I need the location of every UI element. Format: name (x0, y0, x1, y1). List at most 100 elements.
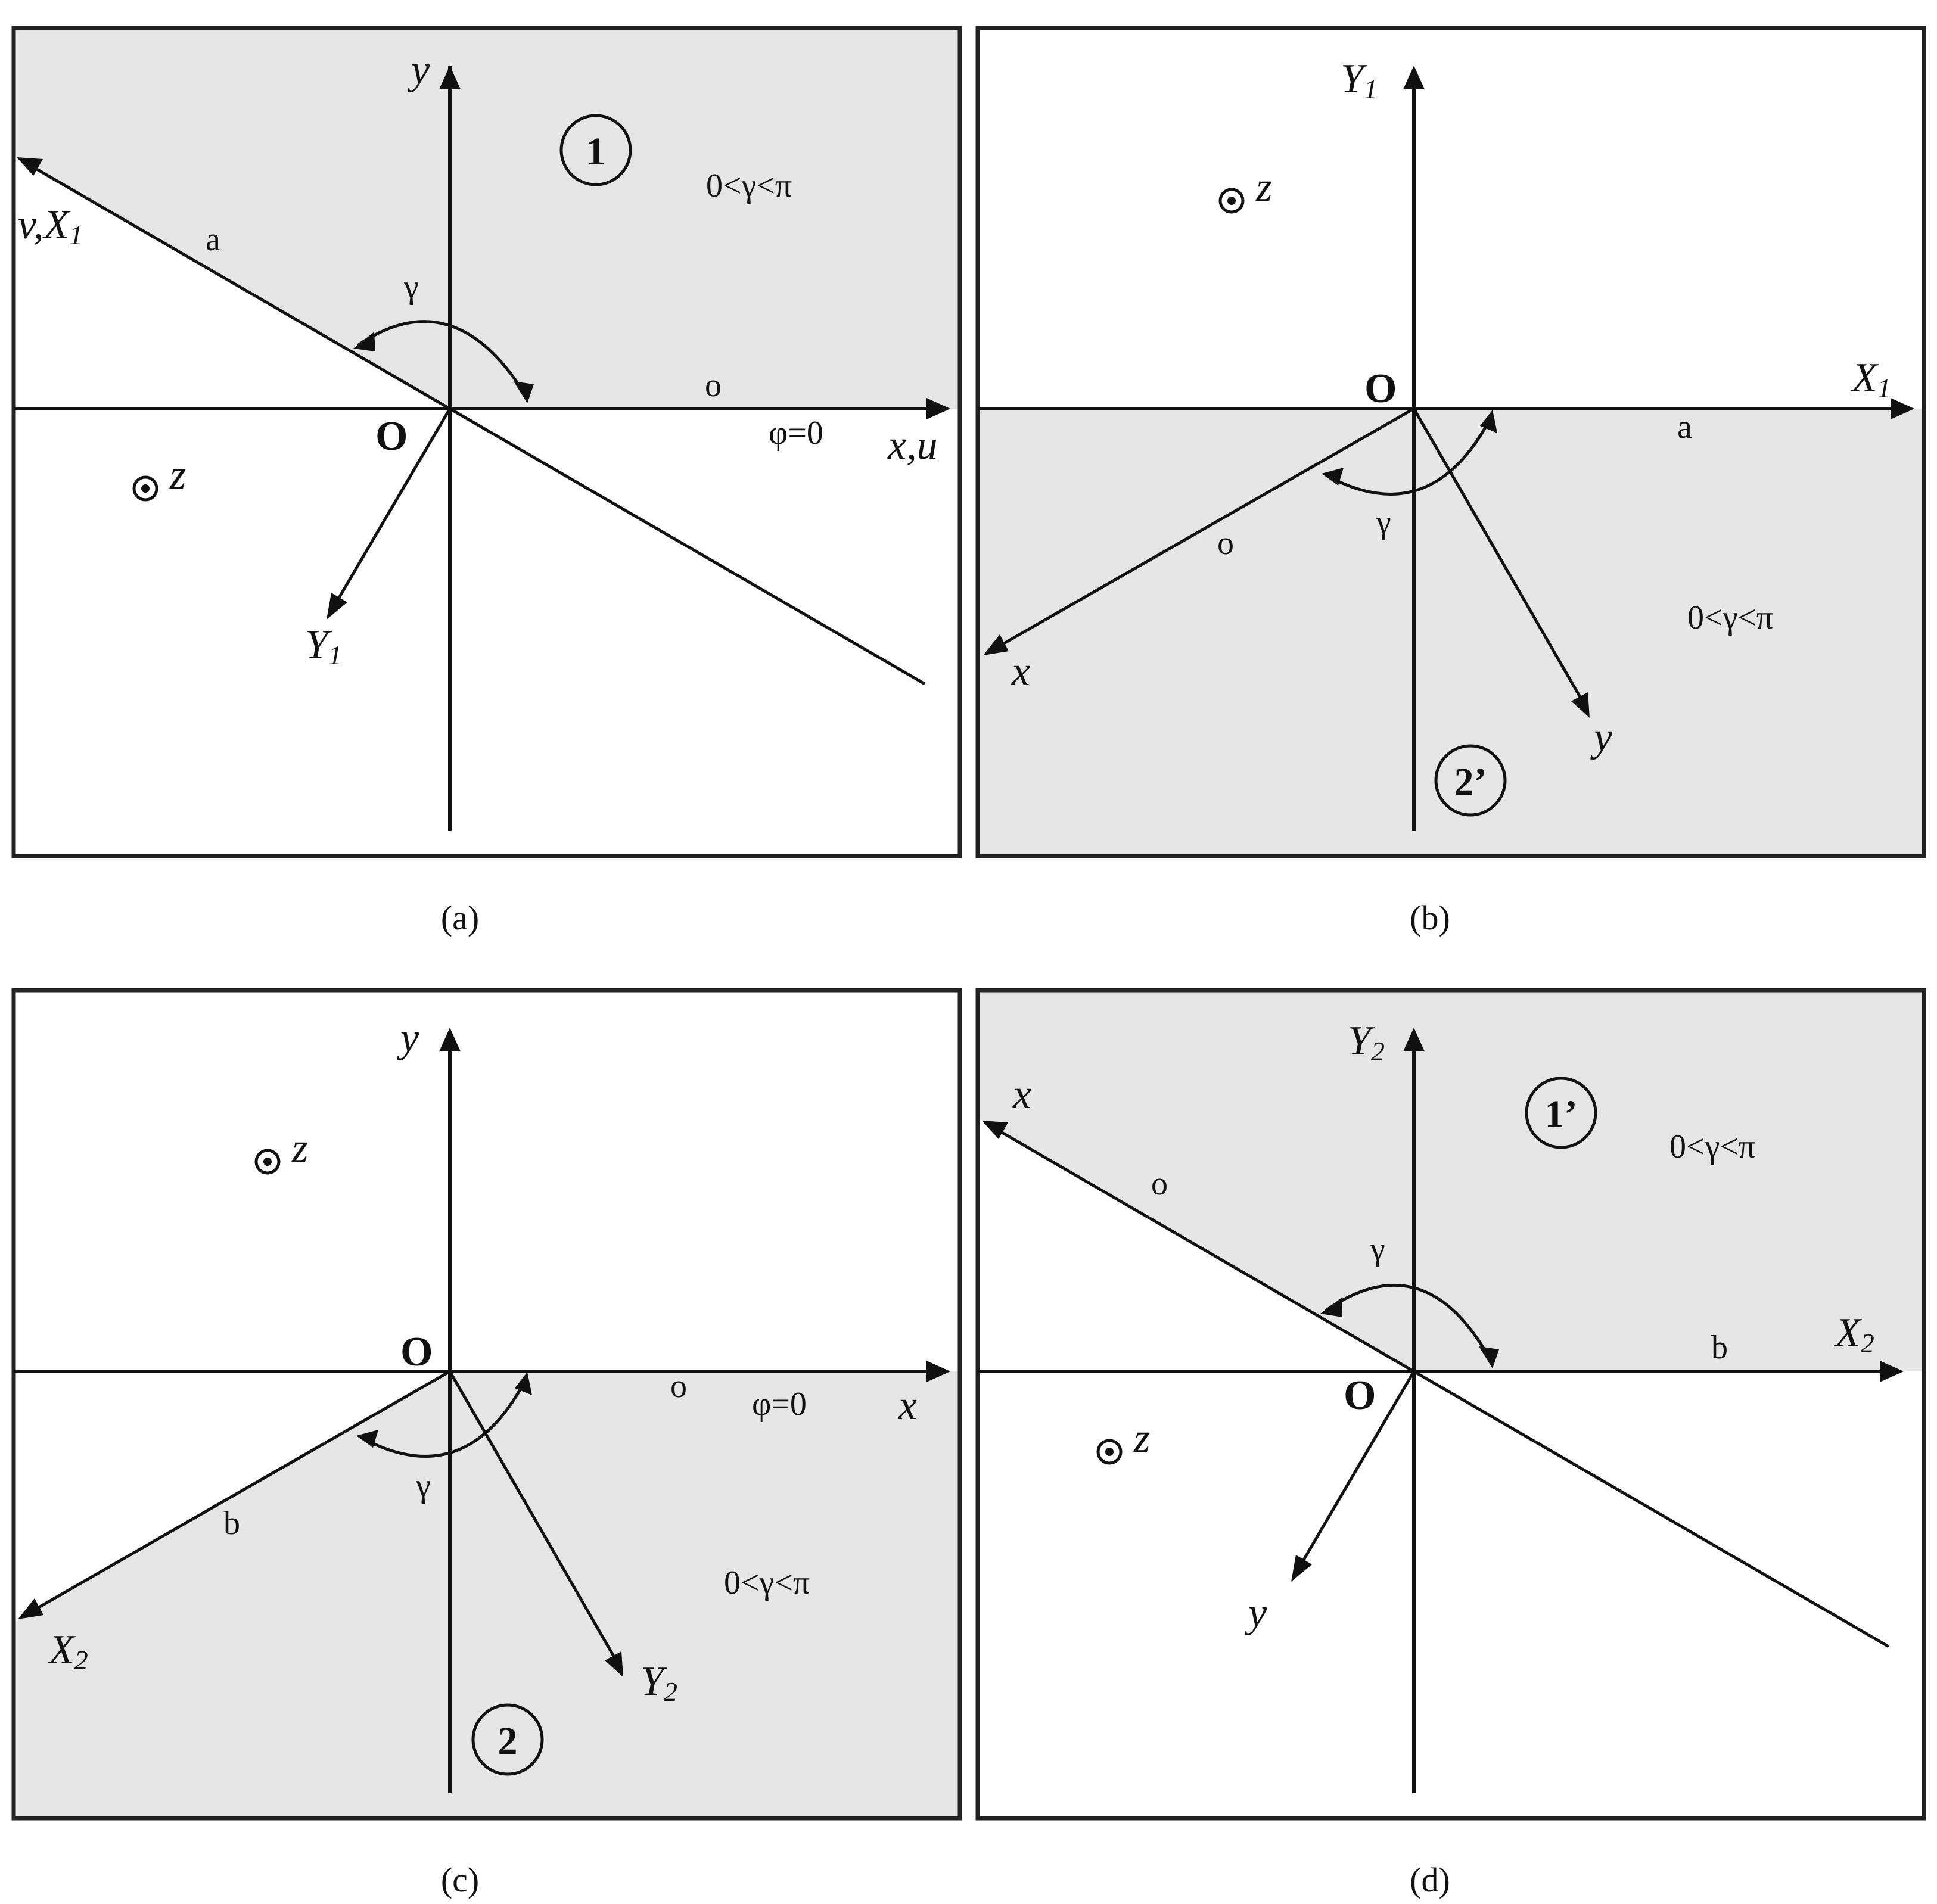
caption-c: (c) (441, 1861, 479, 1899)
panel-frame (975, 988, 1926, 1821)
y-axis-arrowhead (1291, 1555, 1312, 1582)
z-axis-label: z (1255, 164, 1272, 210)
z-out-of-plane-icon (132, 475, 158, 502)
panel-c: 2 0<γ<π γ φ=0 O y x X2 Y2 b o z (11, 988, 962, 1821)
y-axis (1412, 407, 1582, 698)
x-axis (1000, 1130, 1415, 1373)
z-axis-label: z (291, 1125, 308, 1171)
Y2-axis (448, 1370, 615, 1657)
X1-axis-label: v,X1 (18, 202, 83, 250)
panel-a: 1 0<γ<π γ φ=0 O y x,u v,X1 Y1 a o z (11, 26, 962, 858)
x-axis (1003, 407, 1415, 645)
caption-b: (b) (1410, 898, 1450, 937)
origin-label: O (375, 413, 408, 459)
phi-label: φ=0 (752, 1386, 807, 1423)
X2-arrowhead (1880, 1361, 1904, 1382)
medium-b-label: b (1711, 1329, 1728, 1366)
region-label: 2 (498, 1719, 518, 1763)
y-axis-arrowhead (439, 66, 461, 89)
gamma-arrowhead-1 (356, 1430, 378, 1448)
phi-label: φ=0 (769, 415, 823, 452)
Y1-arrowhead (327, 593, 347, 620)
interface-line (449, 407, 926, 686)
region-circle (1434, 744, 1507, 817)
gamma-label: γ (1370, 1231, 1385, 1268)
Y2-axis-label: Y2 (1348, 1018, 1385, 1066)
gamma-arrowhead-1 (353, 332, 375, 351)
condition-label: 0<γ<π (1687, 599, 1773, 636)
x-axis-arrowhead (983, 634, 1009, 655)
medium-o-label: o (705, 367, 722, 404)
gamma-arrowhead-1 (1320, 1298, 1342, 1317)
gamma-arc (362, 1381, 526, 1458)
gamma-arc (1325, 1283, 1491, 1359)
gamma-label: γ (415, 1467, 431, 1504)
panel-frame (975, 26, 1926, 858)
X2-axis (38, 1370, 451, 1609)
Y1-axis-label: Y1 (305, 622, 342, 670)
x-axis-label: x (1011, 649, 1030, 695)
X1-arrowhead (1891, 398, 1914, 419)
y-axis (1301, 1370, 1416, 1562)
origin-label: O (1344, 1373, 1376, 1418)
medium-b-label: b (223, 1505, 240, 1542)
Y1-axis (337, 407, 452, 600)
region-circle (471, 1703, 544, 1776)
shaded-region-c (14, 1371, 960, 1818)
gamma-label: γ (1376, 504, 1391, 541)
z-out-of-plane-icon (1096, 1439, 1123, 1465)
region-label: 1 (586, 130, 606, 173)
X2-axis-label: X2 (47, 1627, 88, 1675)
shaded-region-b (978, 409, 1924, 856)
region-label: 2’ (1454, 760, 1487, 804)
x-axis-label: x (1012, 1072, 1031, 1118)
medium-o-label: o (1217, 525, 1234, 562)
medium-a-label: a (1677, 409, 1692, 446)
panel-frame (11, 26, 962, 858)
x-axis-label: x,u (887, 422, 938, 468)
x-axis-arrowhead (926, 398, 950, 419)
X1-arrowhead (17, 157, 43, 176)
condition-label: 0<γ<π (724, 1564, 810, 1601)
region-circle (1525, 1077, 1597, 1149)
medium-a-label: a (206, 221, 220, 258)
medium-o-label: o (670, 1368, 687, 1405)
shaded-region-a (14, 28, 960, 409)
shaded-region-d (978, 990, 1924, 1371)
X1-axis (35, 167, 451, 410)
condition-label: 0<γ<π (1669, 1128, 1755, 1165)
gamma-arrowhead-2 (1480, 410, 1497, 433)
z-axis-label: z (1133, 1415, 1150, 1461)
origin-label: O (1364, 366, 1397, 412)
X1-axis-label: X1 (1850, 355, 1891, 403)
Y1-arrowhead (1403, 66, 1425, 89)
x-axis-label: x (898, 1383, 917, 1429)
panel-frame (11, 988, 962, 1821)
gamma-arrowhead-2 (1479, 1346, 1499, 1368)
z-out-of-plane-icon (1218, 188, 1245, 214)
medium-o-label: o (1151, 1165, 1168, 1202)
z-out-of-plane-icon (254, 1149, 281, 1175)
gamma-arc (356, 320, 526, 394)
gamma-arrowhead-1 (1322, 468, 1344, 486)
x-axis-arrowhead (926, 1361, 950, 1382)
caption-a: (a) (441, 898, 479, 937)
Y2-arrowhead (1403, 1028, 1425, 1051)
gamma-arrowhead-2 (515, 1372, 532, 1395)
y-axis-arrowhead (1571, 692, 1590, 718)
region-circle (559, 114, 632, 186)
panel-d: 1’ 0<γ<π γ O Y2 X2 x y b o z (975, 988, 1926, 1821)
gamma-arc (1327, 419, 1491, 496)
y-axis-arrowhead (439, 1028, 461, 1051)
panel-b: 2’ 0<γ<π γ O Y1 X1 x y a o z (975, 26, 1926, 858)
condition-label: 0<γ<π (706, 167, 792, 204)
caption-d: (d) (1410, 1861, 1450, 1899)
X2-arrowhead (18, 1598, 43, 1619)
Y2-arrowhead (605, 1651, 623, 1677)
y-axis-label: y (408, 47, 430, 93)
gamma-arrowhead-2 (514, 381, 534, 403)
interface-line (1413, 1370, 1890, 1648)
Y2-axis-label: Y2 (641, 1659, 677, 1707)
X2-axis-label: X2 (1833, 1310, 1874, 1358)
